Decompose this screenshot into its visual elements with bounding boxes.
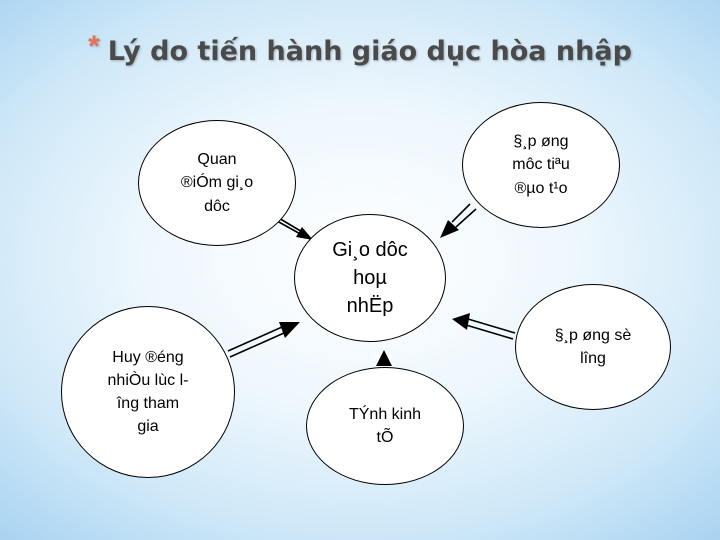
arrowhead-bottom (376, 350, 392, 366)
node-top-right-label: §¸p øng môc tiªu ®µo t¹o (512, 133, 570, 197)
arrow-top-right-b (455, 208, 477, 228)
node-bottom: TÝnh kinh tÕ (306, 367, 464, 485)
node-center-label: Gi¸o dôc hoµ nhËp (332, 239, 408, 317)
slide-title: *Lý do tiến hành giáo dục hòa nhập (0, 30, 720, 68)
arrow-top-right-a (451, 203, 471, 223)
arrowhead-top-left (296, 227, 313, 240)
arrow-middle-right-a (467, 318, 516, 334)
arrowhead-top-right (440, 220, 459, 238)
arrow-middle-left-b (229, 332, 285, 358)
arrow-middle-right-b (465, 324, 514, 340)
title-bullet: * (88, 30, 100, 63)
node-top-right: §¸p øng môc tiªu ®µo t¹o (462, 102, 620, 228)
node-top-left-label: Quan ®iÓm gi¸o dôc (180, 151, 254, 215)
node-center: Gi¸o dôc hoµ nhËp (294, 214, 446, 342)
node-middle-left: Huy ®éng nhiÒu lùc l- îng tham gia (61, 306, 235, 478)
node-middle-left-label: Huy ®éng nhiÒu lùc l- îng tham gia (107, 348, 189, 436)
node-top-left: Quan ®iÓm gi¸o dôc (138, 120, 296, 246)
title-text: Lý do tiến hành giáo dục hòa nhập (107, 36, 632, 67)
node-middle-right-label: §¸p øng sè l­îng (554, 326, 632, 367)
arrowhead-middle-right (452, 313, 470, 330)
arrowhead-middle-left (279, 322, 300, 338)
node-middle-right: §¸p øng sè l­îng (515, 284, 671, 410)
node-bottom-label: TÝnh kinh tÕ (348, 405, 422, 446)
arrow-middle-left-a (227, 326, 283, 352)
